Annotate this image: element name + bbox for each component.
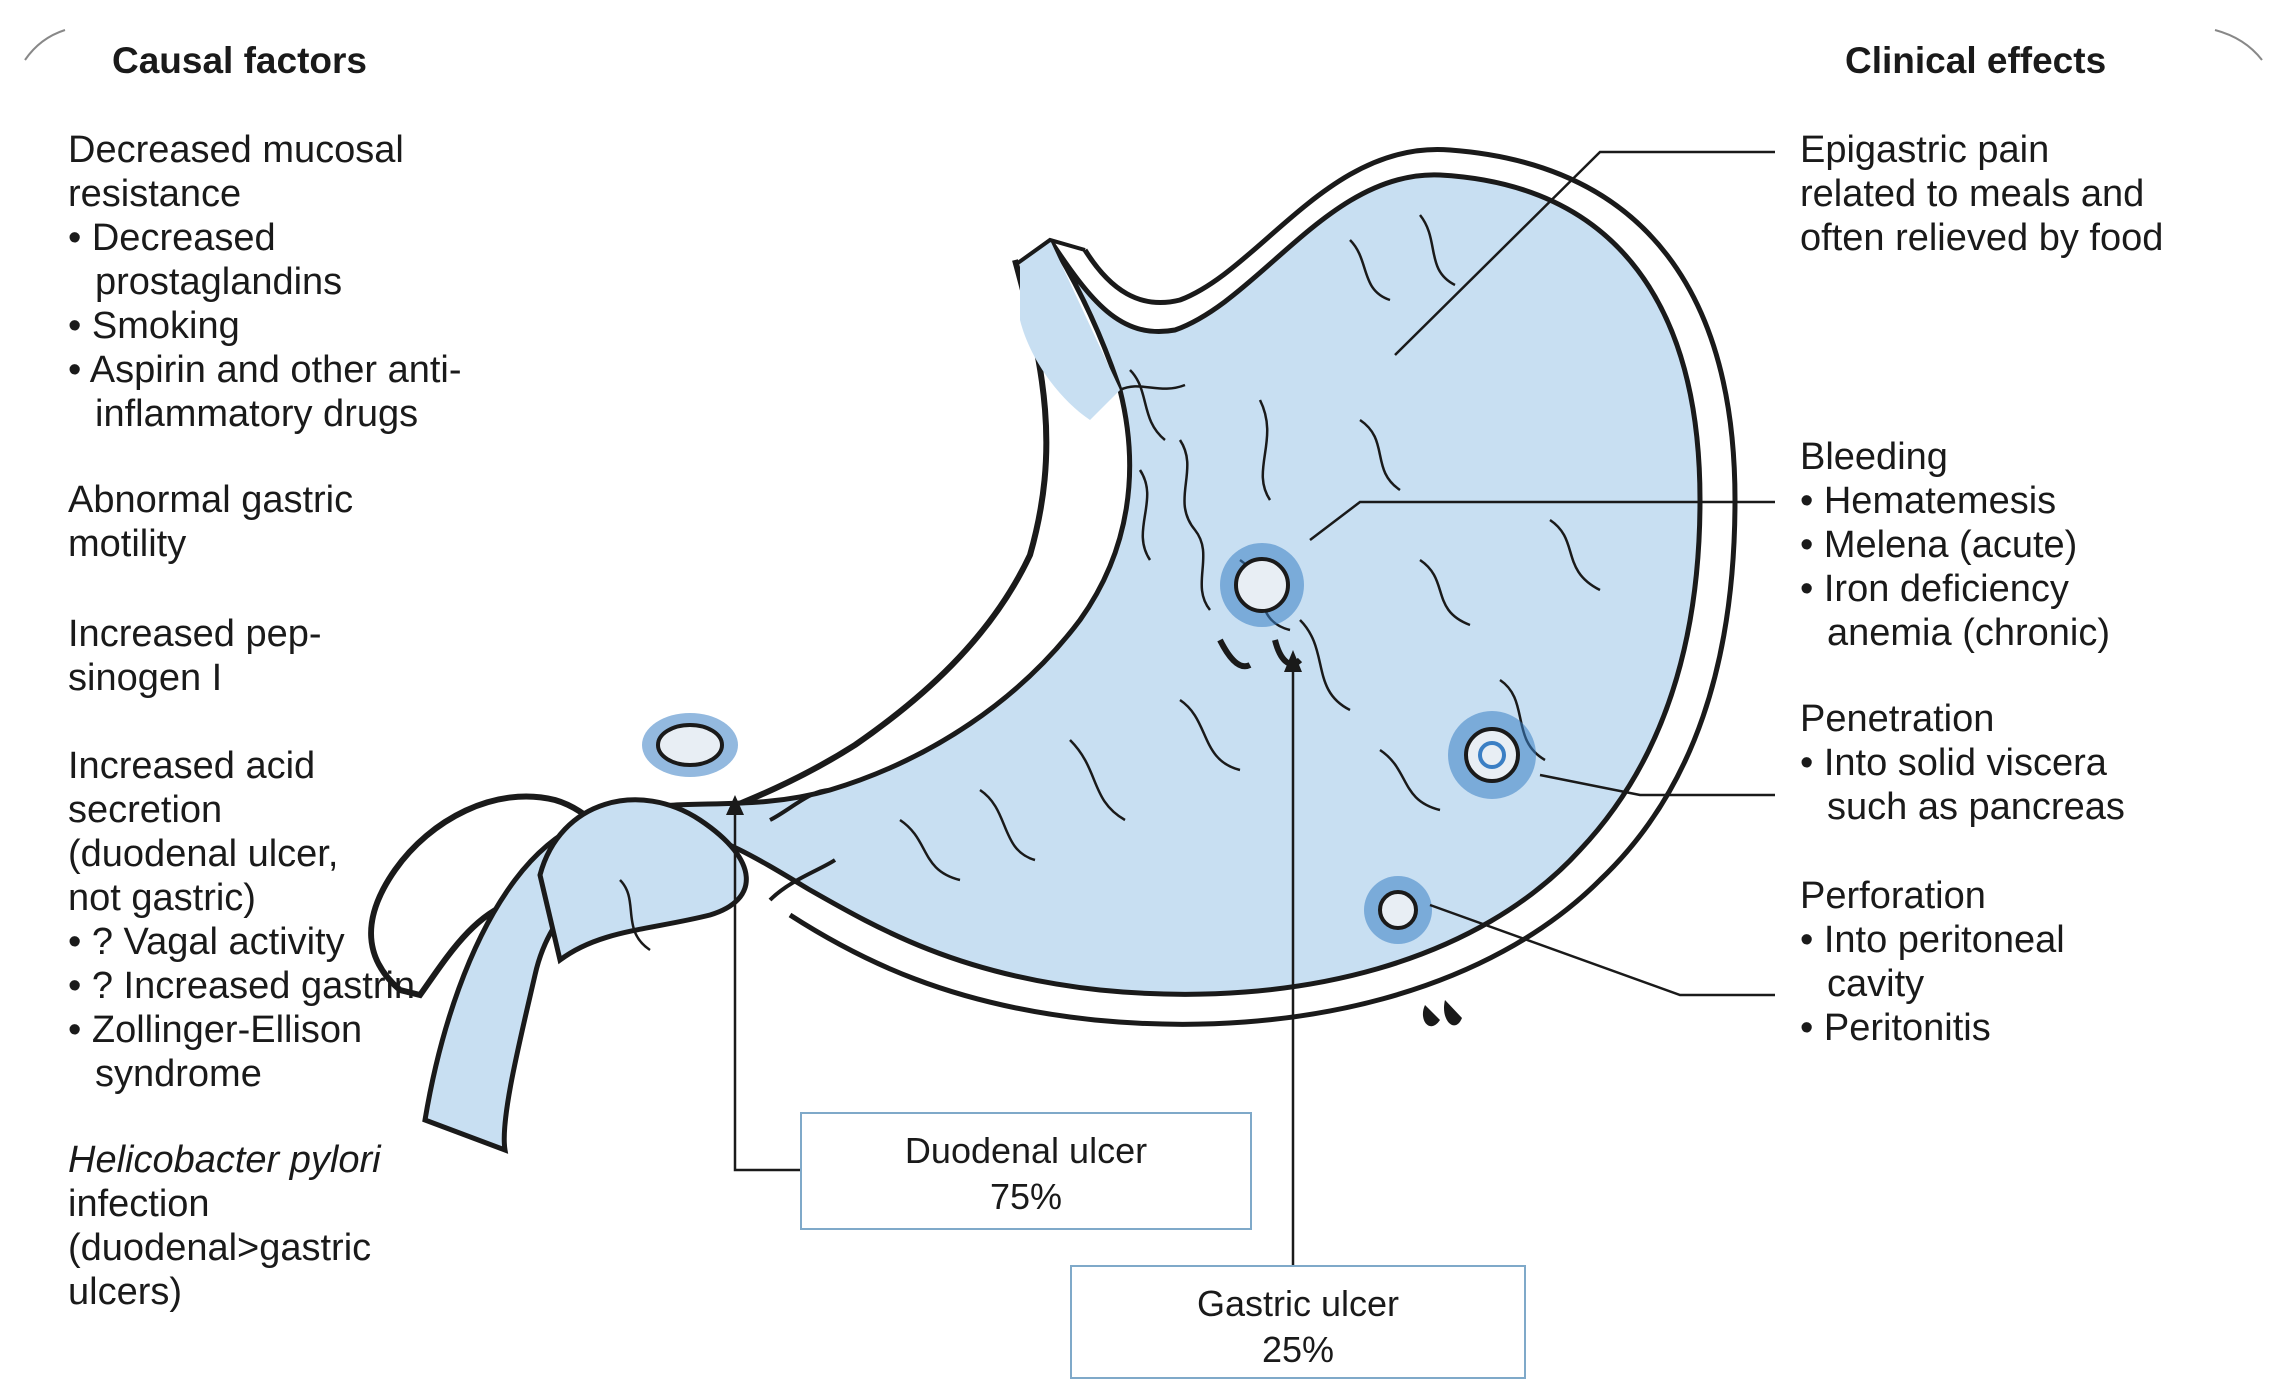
causal-bullet-cont: syndrome (68, 1052, 415, 1096)
gastric-ulcer-label: Gastric ulcer (1072, 1281, 1524, 1327)
causal-text: resistance (68, 172, 462, 216)
causal-text: Decreased mucosal (68, 128, 462, 172)
effect-bullet: • Into solid viscera (1800, 741, 2125, 785)
effect-group-bleeding: Bleeding • Hematemesis • Melena (acute) … (1800, 435, 2110, 655)
effect-text: Bleeding (1800, 435, 2110, 479)
duodenal-ulcer-callout: Duodenal ulcer 75% (800, 1112, 1252, 1230)
effect-text: Penetration (1800, 697, 2125, 741)
causal-text: ulcers) (68, 1270, 381, 1314)
causal-group-pepsinogen: Increased pep- sinogen I (68, 612, 322, 700)
causal-text: secretion (68, 788, 415, 832)
gastric-ulcer-percent: 25% (1072, 1327, 1524, 1373)
effect-bullet-cont: anemia (chronic) (1800, 611, 2110, 655)
gastric-ulcer-callout: Gastric ulcer 25% (1070, 1265, 1526, 1379)
causal-bullet-cont: inflammatory drugs (68, 392, 462, 436)
duodenal-ulcer-label: Duodenal ulcer (802, 1128, 1250, 1174)
effect-group-penetration: Penetration • Into solid viscera such as… (1800, 697, 2125, 829)
causal-text: infection (68, 1182, 381, 1226)
duodenal-ulcer (642, 713, 738, 777)
causal-bullet: • Aspirin and other anti- (68, 348, 462, 392)
effect-bullet: • Into peritoneal (1800, 918, 2065, 962)
causal-text: (duodenal>gastric (68, 1226, 381, 1270)
corner-mark-left (25, 30, 65, 60)
causal-group-motility: Abnormal gastric motility (68, 478, 353, 566)
effect-text: related to meals and (1800, 172, 2163, 216)
effect-text: often relieved by food (1800, 216, 2163, 260)
causal-group-mucosal: Decreased mucosal resistance • Decreased… (68, 128, 462, 436)
causal-group-hpylori: Helicobacter pylori infection (duodenal>… (68, 1138, 381, 1314)
effect-bullet: • Peritonitis (1800, 1006, 2065, 1050)
effect-bullet: • Melena (acute) (1800, 523, 2110, 567)
effect-group-perforation: Perforation • Into peritoneal cavity • P… (1800, 874, 2065, 1050)
effect-text: Epigastric pain (1800, 128, 2163, 172)
causal-text: not gastric) (68, 876, 415, 920)
causal-text: Helicobacter pylori (68, 1138, 381, 1182)
causal-bullet: • Smoking (68, 304, 462, 348)
causal-text: Increased acid (68, 744, 415, 788)
duodenal-ulcer-percent: 75% (802, 1174, 1250, 1220)
causal-group-acid: Increased acid secretion (duodenal ulcer… (68, 744, 415, 1096)
causal-bullet: • ? Increased gastrin (68, 964, 415, 1008)
effect-bullet: • Hematemesis (1800, 479, 2110, 523)
clinical-effects-heading: Clinical effects (1845, 40, 2106, 82)
effect-group-pain: Epigastric pain related to meals and oft… (1800, 128, 2163, 260)
causal-text: Abnormal gastric (68, 478, 353, 522)
causal-bullet: • Decreased (68, 216, 462, 260)
effect-bullet: • Iron deficiency (1800, 567, 2110, 611)
causal-bullet: • ? Vagal activity (68, 920, 415, 964)
causal-text: sinogen I (68, 656, 322, 700)
corner-mark-right (2215, 30, 2262, 60)
causal-bullet-cont: prostaglandins (68, 260, 462, 304)
effect-bullet-cont: cavity (1800, 962, 2065, 1006)
effect-bullet-cont: such as pancreas (1800, 785, 2125, 829)
causal-text: Increased pep- (68, 612, 322, 656)
causal-factors-heading: Causal factors (112, 40, 367, 82)
penetrating-ulcer (1448, 711, 1536, 799)
causal-bullet: • Zollinger-Ellison (68, 1008, 415, 1052)
causal-text: (duodenal ulcer, (68, 832, 415, 876)
effect-text: Perforation (1800, 874, 2065, 918)
causal-text: motility (68, 522, 353, 566)
